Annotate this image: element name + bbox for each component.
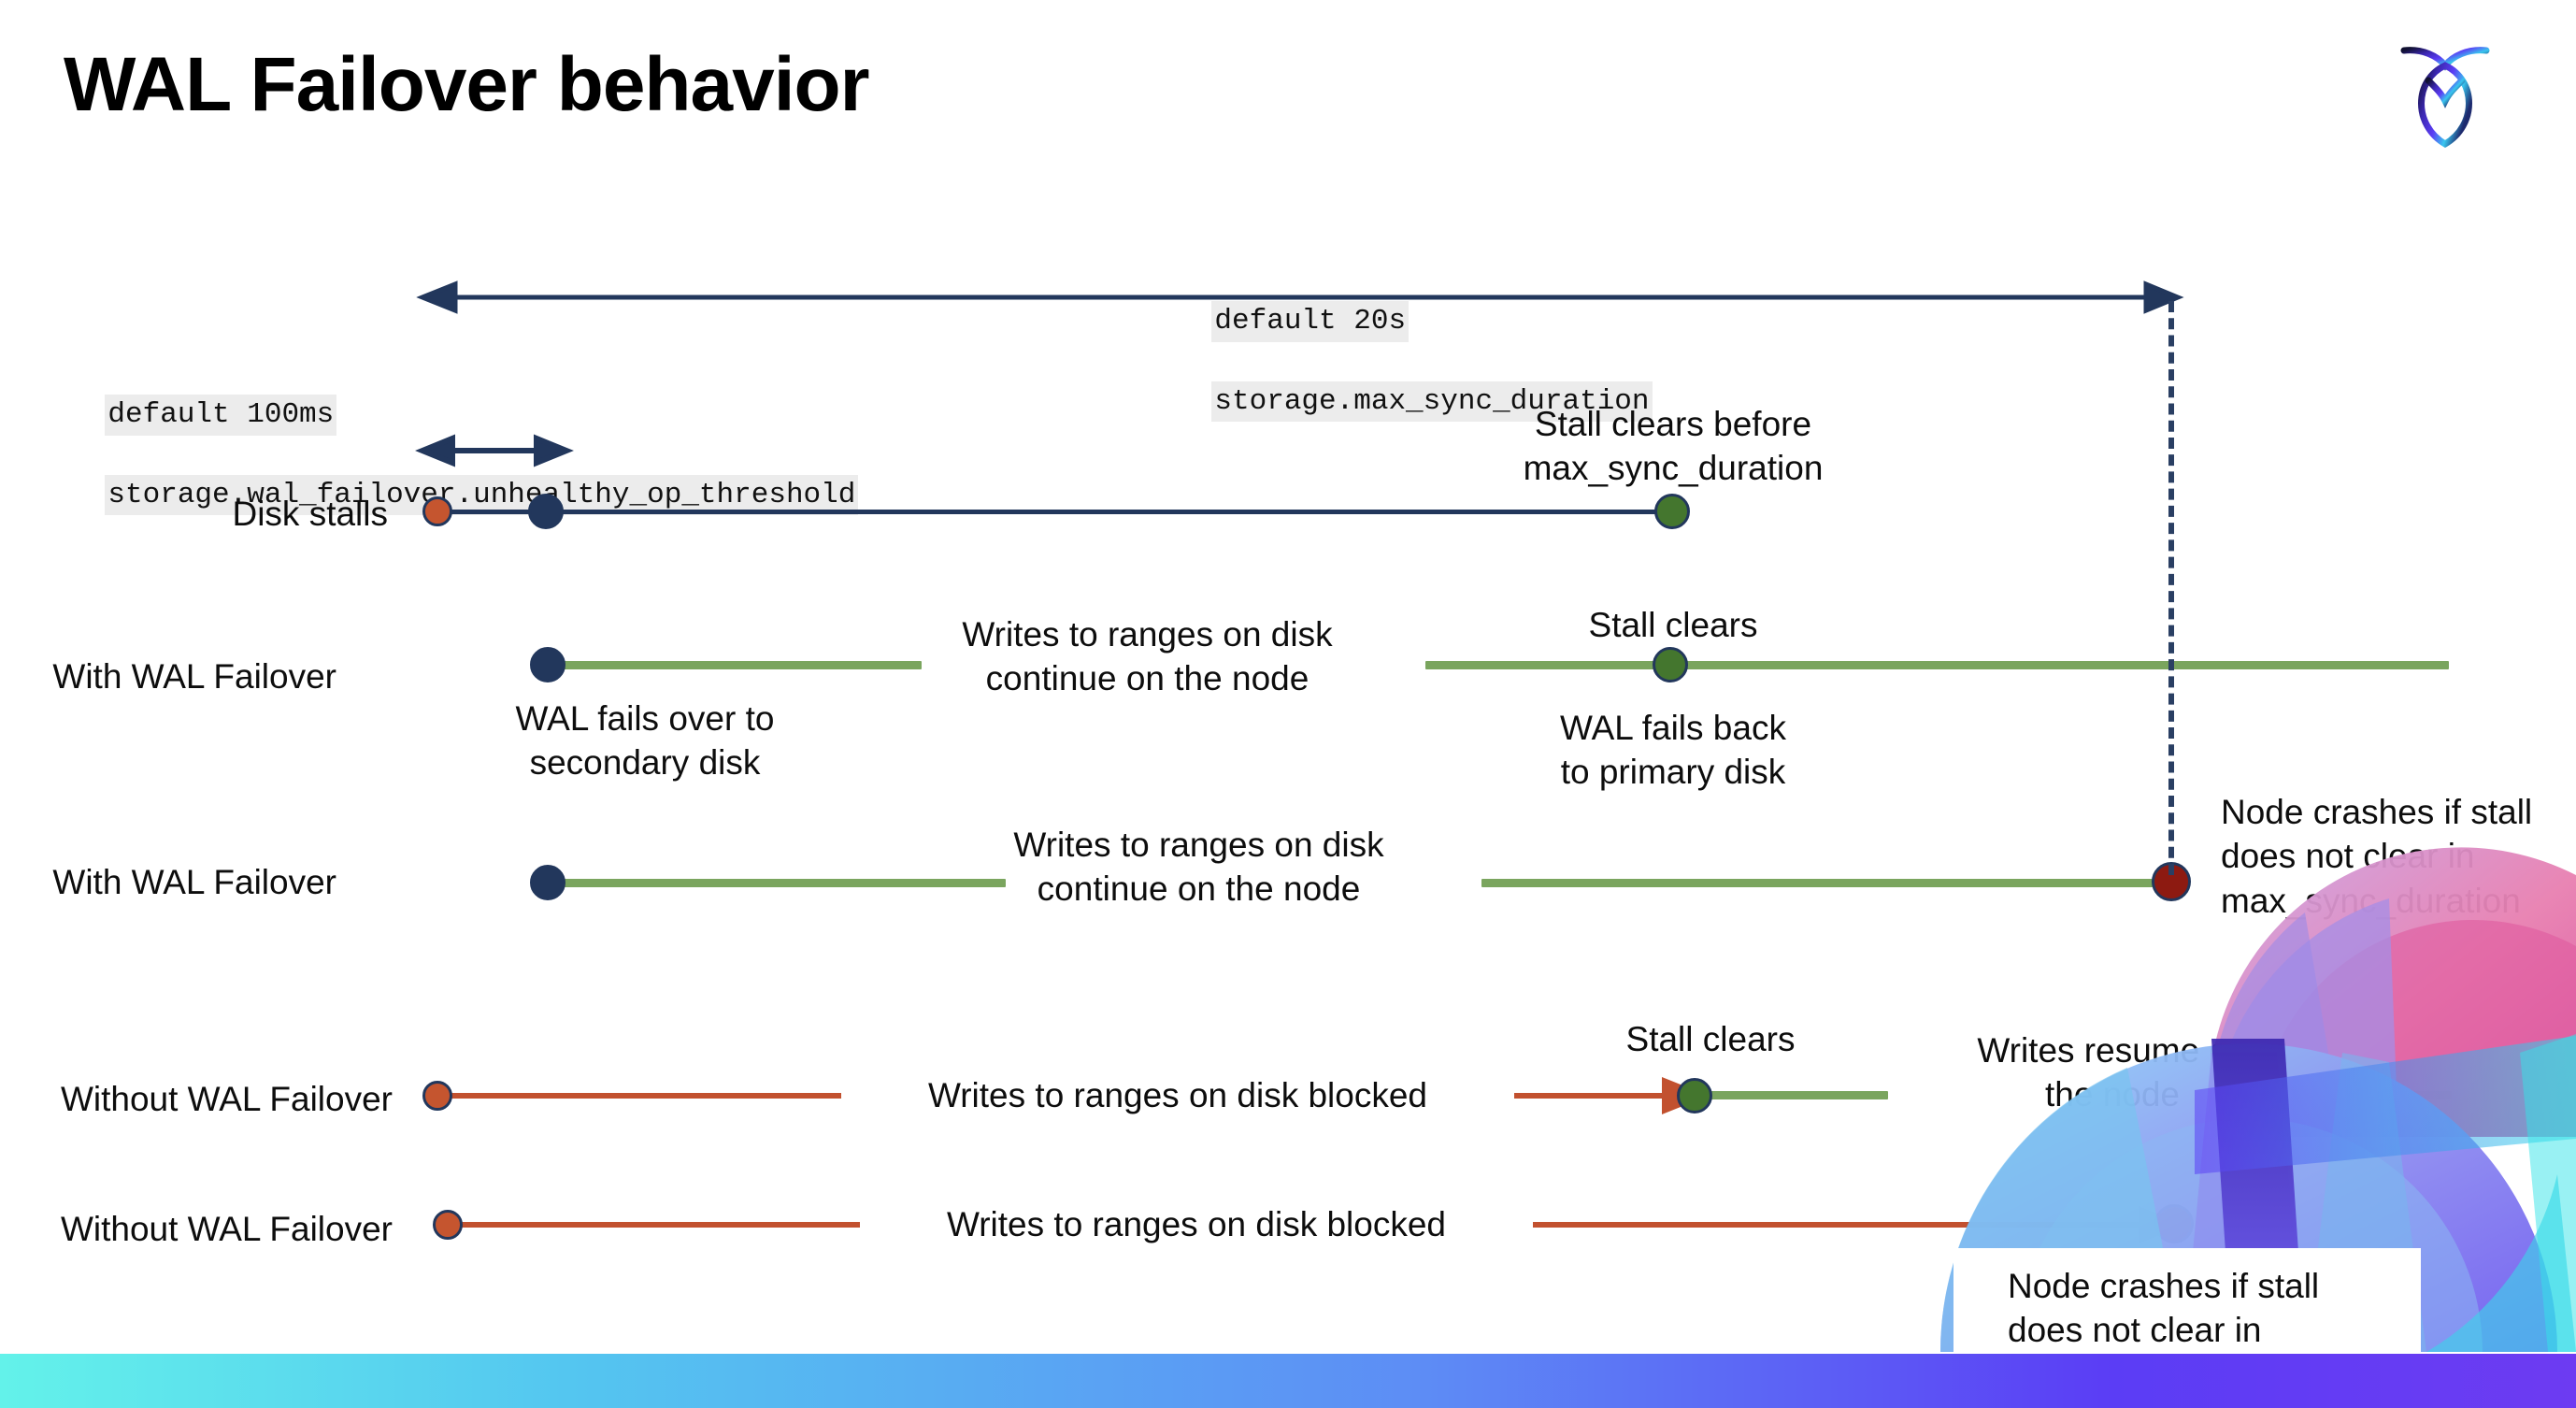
- annotation-writes-continue-1: Writes to ranges on disk continue on the…: [962, 615, 1333, 698]
- note-backdrop: [1953, 1248, 2421, 1374]
- row-label-without-wal-failover-1: Without WAL Failover: [60, 1080, 393, 1118]
- without-wal-1-stall-clear-dot: [1677, 1078, 1712, 1113]
- without-wal-1-stall-start-dot: [422, 1081, 452, 1111]
- row-label-disk-stalls: Disk stalls: [232, 495, 388, 533]
- max-sync-name-label: storage.max_sync_duration: [1211, 381, 1653, 423]
- annotation-wal-fails-back: WAL fails back to primary disk: [1560, 709, 1786, 792]
- with-wal-1-green-segment-b: [1425, 661, 2449, 669]
- unhealthy-default-label: default 100ms: [105, 394, 337, 436]
- without-wal-2-stall-start-dot: [433, 1210, 463, 1240]
- with-wal-2-green-segment-b: [1481, 879, 2173, 887]
- annotation-writes-blocked-1: Writes to ranges on disk blocked: [841, 1073, 1514, 1118]
- annotation-writes-blocked-2: Writes to ranges on disk blocked: [860, 1202, 1533, 1247]
- with-wal-1-failover-dot: [530, 647, 565, 682]
- row-label-with-wal-failover-1: With WAL Failover: [52, 657, 336, 696]
- page-title: WAL Failover behavior: [64, 42, 870, 127]
- max-sync-duration-guide-line: [2168, 301, 2174, 875]
- max-sync-duration-setting: default 20s storage.max_sync_duration: [1142, 262, 1653, 461]
- annotation-stall-clears-before: Stall clears before max_sync_duration: [1523, 405, 1824, 488]
- disk-stall-clear-dot: [1654, 494, 1690, 529]
- with-wal-1-stall-clear-dot: [1653, 647, 1688, 682]
- annotation-writes-continue-2: Writes to ranges on disk continue on the…: [1013, 826, 1384, 909]
- row-label-without-wal-failover-2: Without WAL Failover: [60, 1210, 393, 1248]
- row-label-with-wal-failover-2: With WAL Failover: [52, 863, 336, 901]
- max-sync-default-label: default 20s: [1211, 300, 1410, 342]
- annotation-stall-clears-2: Stall clears: [1625, 1020, 1796, 1058]
- unhealthy-op-threshold-setting: default 100ms storage.wal_failover.unhea…: [36, 355, 859, 554]
- annotation-stall-clears-1: Stall clears: [1588, 606, 1758, 644]
- bottom-gradient-bar: [0, 1354, 2576, 1408]
- annotation-wal-fails-over: WAL fails over to secondary disk: [515, 699, 775, 783]
- disk-stall-failover-dot: [528, 494, 564, 529]
- with-wal-2-failover-dot: [530, 865, 565, 900]
- without-wal-1-green-segment: [1710, 1091, 1888, 1099]
- disk-stalls-timeline: [437, 510, 1681, 514]
- disk-stall-start-dot: [422, 496, 452, 526]
- unhealthy-name-label: storage.wal_failover.unhealthy_op_thresh…: [105, 474, 859, 516]
- cockroachdb-logo-icon: [2382, 28, 2509, 159]
- with-wal-2-green-segment-a: [557, 879, 1006, 887]
- with-wal-1-green-segment-a: [557, 661, 922, 669]
